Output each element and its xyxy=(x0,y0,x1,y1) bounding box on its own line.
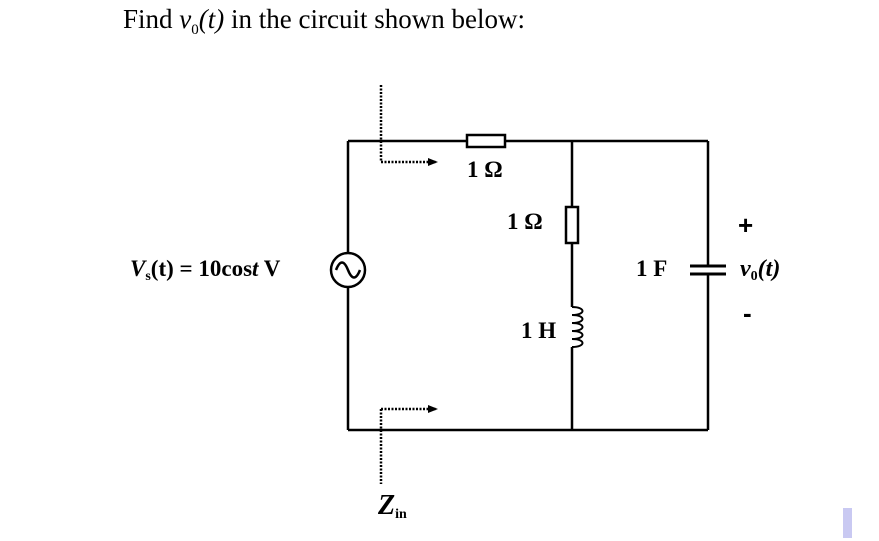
source-lhs-sub: s xyxy=(145,269,151,284)
label-resistor-shunt: 1 Ω xyxy=(507,209,543,234)
label-capacitor: 1 F xyxy=(636,256,668,281)
zin-main: Z xyxy=(378,490,396,521)
label-resistor-series: 1 Ω xyxy=(467,157,503,182)
scrollbar-thumb[interactable] xyxy=(843,508,852,538)
source-rhs: = 10cos xyxy=(173,256,253,281)
output-minus: - xyxy=(743,298,752,328)
resistor-shunt xyxy=(564,205,580,245)
source-unit: V xyxy=(258,256,281,281)
ac-source-sine-icon xyxy=(334,261,362,279)
question-text: Find v0(t) in the circuit shown below: xyxy=(123,4,525,39)
zin-sub: in xyxy=(395,507,407,522)
source-lhs-v: V xyxy=(130,256,146,281)
question-prefix: Find xyxy=(123,4,180,34)
inductor-coil xyxy=(571,306,584,348)
question-arg: (t) xyxy=(198,4,225,34)
source-label: Vs(t) = 10cost V xyxy=(130,256,280,285)
output-sub: 0 xyxy=(750,269,758,284)
question-suffix: in the circuit shown below: xyxy=(224,4,525,34)
zin-label: Zin xyxy=(378,490,407,523)
question-var: v xyxy=(179,4,192,34)
output-voltage-label: v0(t) xyxy=(740,256,780,285)
source-rhs-t: t xyxy=(252,256,259,281)
output-plus: + xyxy=(738,210,754,240)
label-inductor: 1 H xyxy=(521,318,557,343)
output-var: v xyxy=(740,256,751,282)
question-var-sub: 0 xyxy=(191,22,199,38)
resistor-series xyxy=(465,133,507,149)
output-arg: (t) xyxy=(757,256,781,282)
source-lhs-arg: (t) xyxy=(150,256,174,281)
